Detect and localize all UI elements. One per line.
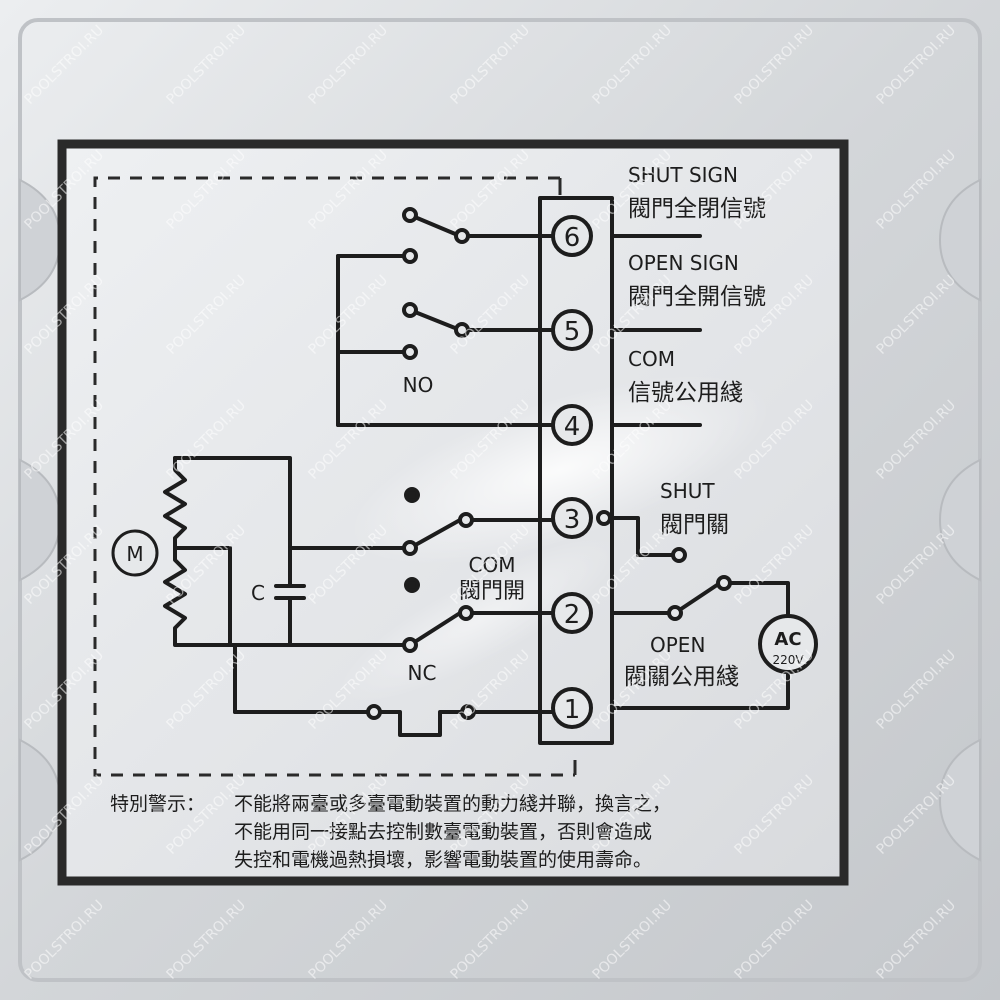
glare-reflection-2 bbox=[337, 536, 623, 704]
label-border bbox=[57, 139, 849, 886]
glare-reflection bbox=[349, 374, 771, 566]
motor-symbol bbox=[111, 529, 159, 577]
terminal-3-label-en: SHUT bbox=[660, 479, 715, 503]
dashed-enclosure bbox=[93, 176, 577, 777]
terminal-5-number: 5 bbox=[564, 317, 581, 347]
terminal-6-number: 6 bbox=[564, 223, 581, 253]
terminal-2-circle bbox=[551, 592, 593, 634]
wiring bbox=[163, 196, 790, 745]
terminal-1-label-en: OPEN bbox=[650, 633, 705, 657]
terminal-6-label-zh: 閥門全閉信號 bbox=[628, 196, 766, 222]
warning-text: 特別警示： 不能將兩臺或多臺電動裝置的動力綫并聯，換言之， 不能用同一接點去控制… bbox=[110, 793, 671, 871]
nc-label: NC bbox=[408, 661, 437, 685]
terminal-labels: SHUT SIGN 閥門全閉信號 OPEN SIGN 閥門全開信號 COM 信號… bbox=[624, 163, 766, 690]
terminal-numbers: 6 5 4 3 2 1 bbox=[564, 223, 581, 725]
warning-prefix: 特別警示： bbox=[110, 793, 205, 815]
warning-line-2: 不能用同一接點去控制數臺電動裝置，否則會造成 bbox=[234, 821, 652, 843]
motor-label: M bbox=[126, 542, 143, 566]
terminal-1-label-zh: 閥關公用綫 bbox=[624, 664, 739, 690]
housing-bosses bbox=[19, 178, 981, 862]
com-label: COM bbox=[469, 553, 516, 577]
terminal-5-label-zh: 閥門全開信號 bbox=[628, 284, 766, 310]
com-label-zh: 閥門開 bbox=[459, 579, 525, 604]
terminal-4-circle bbox=[551, 404, 593, 446]
terminal-2-number: 2 bbox=[564, 600, 581, 630]
contact-dots bbox=[366, 207, 732, 720]
terminal-3-number: 3 bbox=[564, 505, 581, 535]
ac-label: AC bbox=[774, 629, 801, 650]
terminal-1-circle bbox=[551, 687, 593, 729]
terminal-5-circle bbox=[551, 309, 593, 351]
warning-line-1: 不能將兩臺或多臺電動裝置的動力綫并聯，換言之， bbox=[234, 793, 671, 815]
ac-power-symbol bbox=[758, 614, 818, 674]
terminal-4-label-en: COM bbox=[628, 347, 675, 371]
terminal-4-number: 4 bbox=[564, 412, 581, 442]
ac-voltage: 220V bbox=[772, 653, 804, 667]
terminal-6-label-en: SHUT SIGN bbox=[628, 163, 738, 187]
terminal-3-circle bbox=[551, 497, 593, 539]
terminal-4-label-zh: 信號公用綫 bbox=[628, 380, 743, 406]
capacitor-label: C bbox=[251, 581, 265, 605]
terminal-1-number: 1 bbox=[564, 695, 581, 725]
no-label: NO bbox=[403, 373, 434, 397]
warning-line-3: 失控和電機過熱損壞，影響電動裝置的使用壽命。 bbox=[234, 849, 652, 871]
terminal-3-label-zh: 閥門關 bbox=[660, 512, 729, 538]
terminal-strip bbox=[538, 196, 614, 745]
terminal-6-circle bbox=[551, 215, 593, 257]
terminal-5-label-en: OPEN SIGN bbox=[628, 251, 739, 275]
terminal-circles bbox=[551, 215, 593, 729]
